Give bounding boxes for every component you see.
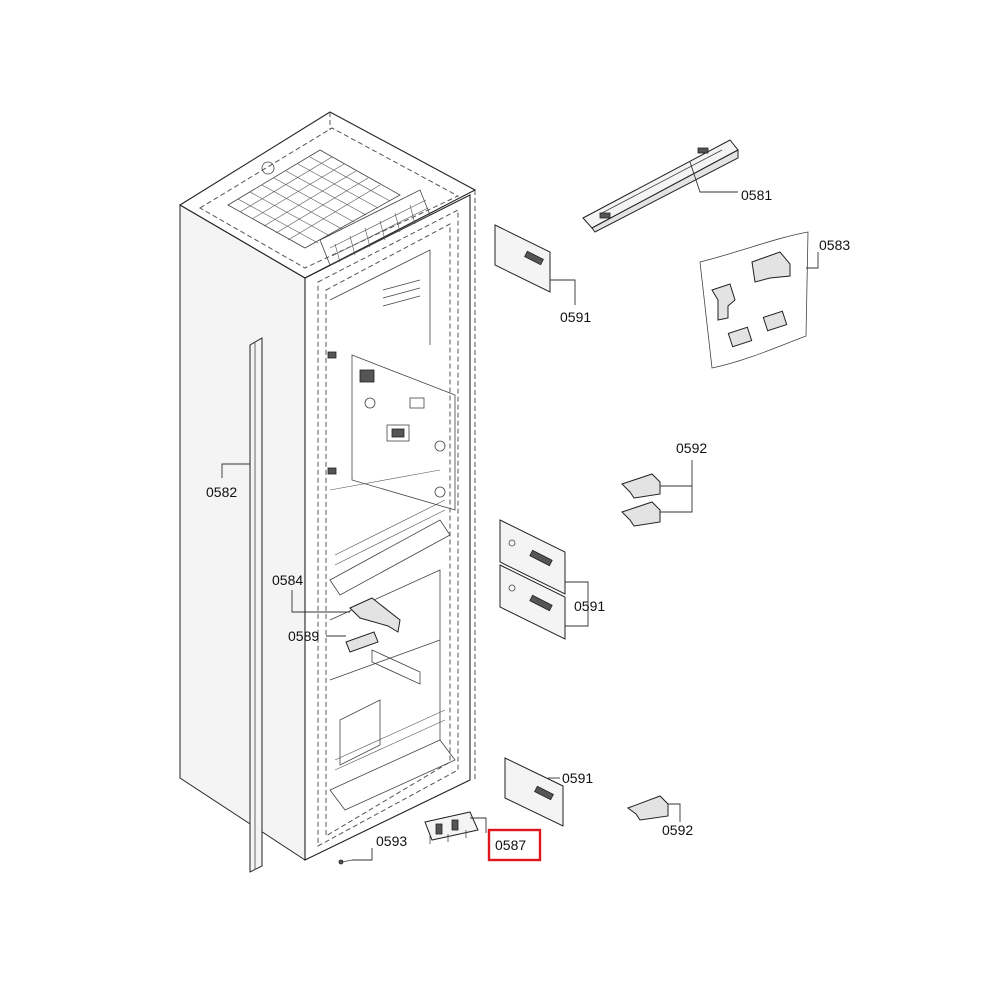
label-0583: 0583 xyxy=(819,237,850,253)
label-0592-upper: 0592 xyxy=(676,440,707,456)
label-0591-low: 0591 xyxy=(562,770,593,786)
part-0592-clips-upper xyxy=(621,460,693,527)
lower-compartment xyxy=(329,569,456,811)
label-0592-lower: 0592 xyxy=(662,822,693,838)
part-0589-spacer xyxy=(326,631,421,685)
rear-mesh xyxy=(319,189,431,266)
part-0582-strip xyxy=(221,337,263,873)
condenser-grid xyxy=(227,149,401,249)
part-0581-rail xyxy=(582,139,739,233)
label-0584: 0584 xyxy=(272,572,303,588)
highlight-box-0587 xyxy=(487,828,542,862)
label-0581: 0581 xyxy=(741,187,772,203)
label-0587: 0587 xyxy=(495,837,526,853)
appliance-housing xyxy=(178,111,477,861)
label-0593: 0593 xyxy=(376,833,407,849)
label-0591-mid: 0591 xyxy=(574,598,605,614)
label-0582: 0582 xyxy=(206,484,237,500)
label-0589: 0589 xyxy=(288,628,319,644)
part-0592-clip-lower xyxy=(626,795,681,822)
part-0591-panel-mid xyxy=(499,519,589,640)
part-0587-bracket xyxy=(424,811,487,844)
label-0591-top: 0591 xyxy=(560,309,591,325)
part-0584-hinge xyxy=(291,590,401,633)
part-0591-panel-low xyxy=(504,757,564,827)
part-0591-panel-top xyxy=(494,224,576,305)
part-0593-screw xyxy=(338,848,373,865)
part-0583-sheet xyxy=(699,231,819,369)
upper-compartment xyxy=(329,249,456,596)
